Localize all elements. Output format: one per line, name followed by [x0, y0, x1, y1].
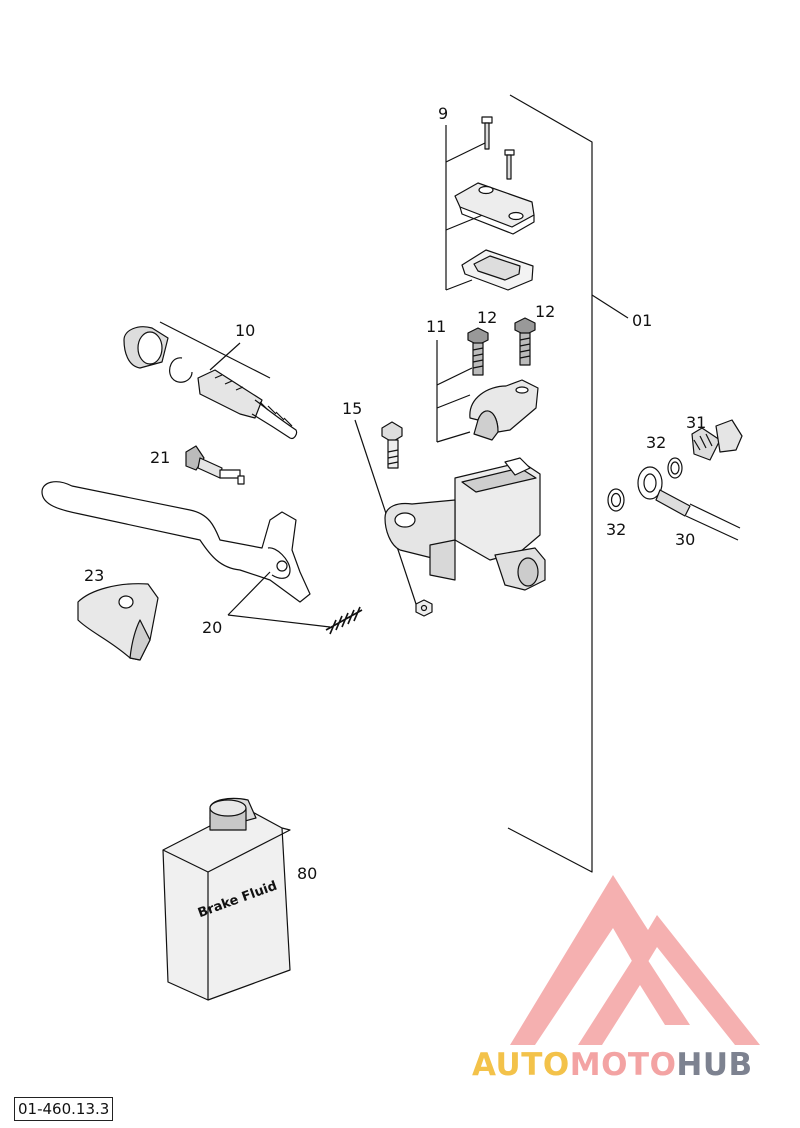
watermark-part-3: HUB: [676, 1047, 753, 1083]
dust-boot-icon: [123, 326, 169, 369]
master-cylinder-body-icon: [384, 457, 546, 591]
adjuster-screw-icon: [185, 445, 245, 485]
callout-30: 30: [675, 530, 696, 549]
callout-23: 23: [84, 566, 105, 585]
watermark-part-1: AUTO: [472, 1047, 570, 1083]
callout-31: 31: [686, 413, 707, 432]
callout-21: 21: [150, 448, 171, 467]
callout-11: 11: [426, 317, 447, 336]
screw-icon: [481, 116, 515, 180]
piston-icon: [197, 369, 298, 439]
watermark-text: AUTOMOTOHUB: [472, 1047, 753, 1083]
callout-15: 15: [342, 399, 363, 418]
callout-80: 80: [297, 864, 318, 883]
bolt-icon: [467, 317, 536, 376]
handlebar-clamp-icon: [469, 379, 539, 441]
spring-icon: [325, 606, 363, 635]
callout-9: 9: [438, 104, 449, 123]
banjo-bolt-icon: [691, 419, 743, 461]
washer-icon: [607, 457, 683, 512]
brake-fluid-bottle-icon: [162, 797, 291, 1001]
document-code: 01-460.13.3: [14, 1097, 114, 1121]
lever-guard-icon: [77, 583, 159, 661]
bracket-10: [159, 321, 271, 379]
assembly-bracket-01: [507, 94, 629, 873]
watermark-part-2: MOTO: [569, 1047, 677, 1083]
callout-10: 10: [235, 321, 256, 340]
gasket-icon: [461, 249, 534, 291]
callout-12-right: 12: [535, 302, 556, 321]
bracket-11: [436, 340, 473, 443]
callout-01: 01: [632, 311, 653, 330]
circlip-icon: [169, 357, 193, 383]
reservoir-cover-icon: [454, 182, 535, 235]
callout-32-top: 32: [646, 433, 667, 452]
callout-20: 20: [202, 618, 223, 637]
callout-32-bottom: 32: [606, 520, 627, 539]
brake-lever-icon: [41, 481, 331, 628]
callout-12-left: 12: [477, 308, 498, 327]
nut-icon: [415, 599, 433, 617]
brake-line-icon: [637, 466, 741, 541]
automotohub-logo-icon: [510, 875, 760, 1045]
